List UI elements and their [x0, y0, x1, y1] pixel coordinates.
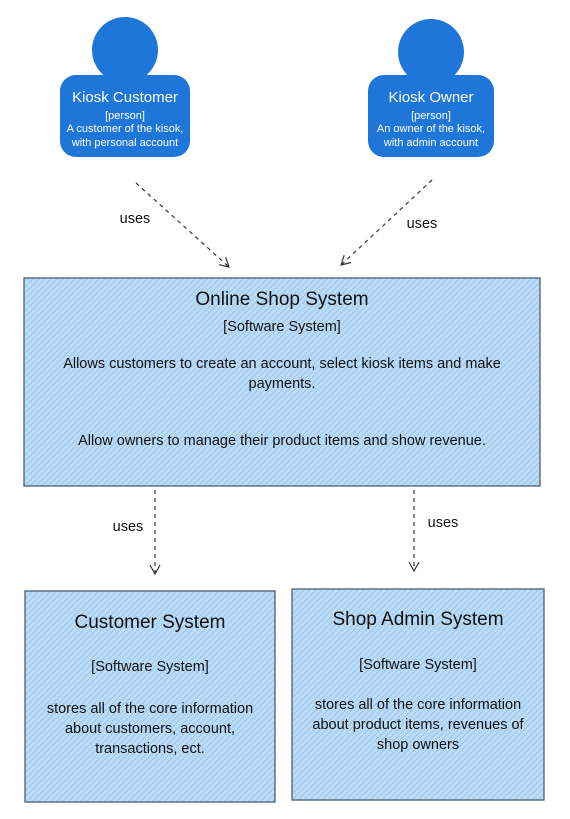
person-name: Kiosk Customer [72, 89, 178, 106]
system-description: Allows customers to create an account, s… [63, 356, 501, 392]
system-type: [Software System] [91, 659, 209, 675]
relation-label: uses [112, 519, 144, 535]
system-description: Allow owners to manage their product ite… [78, 433, 486, 449]
relation-label: uses [119, 211, 151, 227]
system-description: stores all of the core information about… [312, 697, 524, 753]
relation-label: uses [427, 515, 459, 531]
person-description: A customer of the kisok, with personal a… [66, 123, 184, 149]
system-type: [Software System] [359, 657, 477, 673]
person-kiosk-customer-shape [60, 17, 190, 157]
system-title: Customer System [74, 612, 226, 633]
person-name: Kiosk Owner [388, 89, 474, 106]
shop-admin-system-box [291, 588, 545, 801]
person-description: An owner of the kisok, with admin accoun… [376, 123, 486, 149]
online-shop-system-box [23, 277, 541, 487]
person-type: [person] [105, 110, 145, 122]
person-kiosk-owner-shape [368, 19, 494, 157]
system-type: [Software System] [223, 319, 341, 335]
system-title: Shop Admin System [332, 609, 504, 630]
arrow-customer-to-online-shop [135, 182, 230, 268]
customer-system-box [24, 590, 276, 803]
relation-label: uses [406, 216, 438, 232]
person-type: [person] [411, 110, 451, 122]
system-description: stores all of the core information about… [46, 701, 254, 757]
system-title: Online Shop System [195, 289, 369, 310]
